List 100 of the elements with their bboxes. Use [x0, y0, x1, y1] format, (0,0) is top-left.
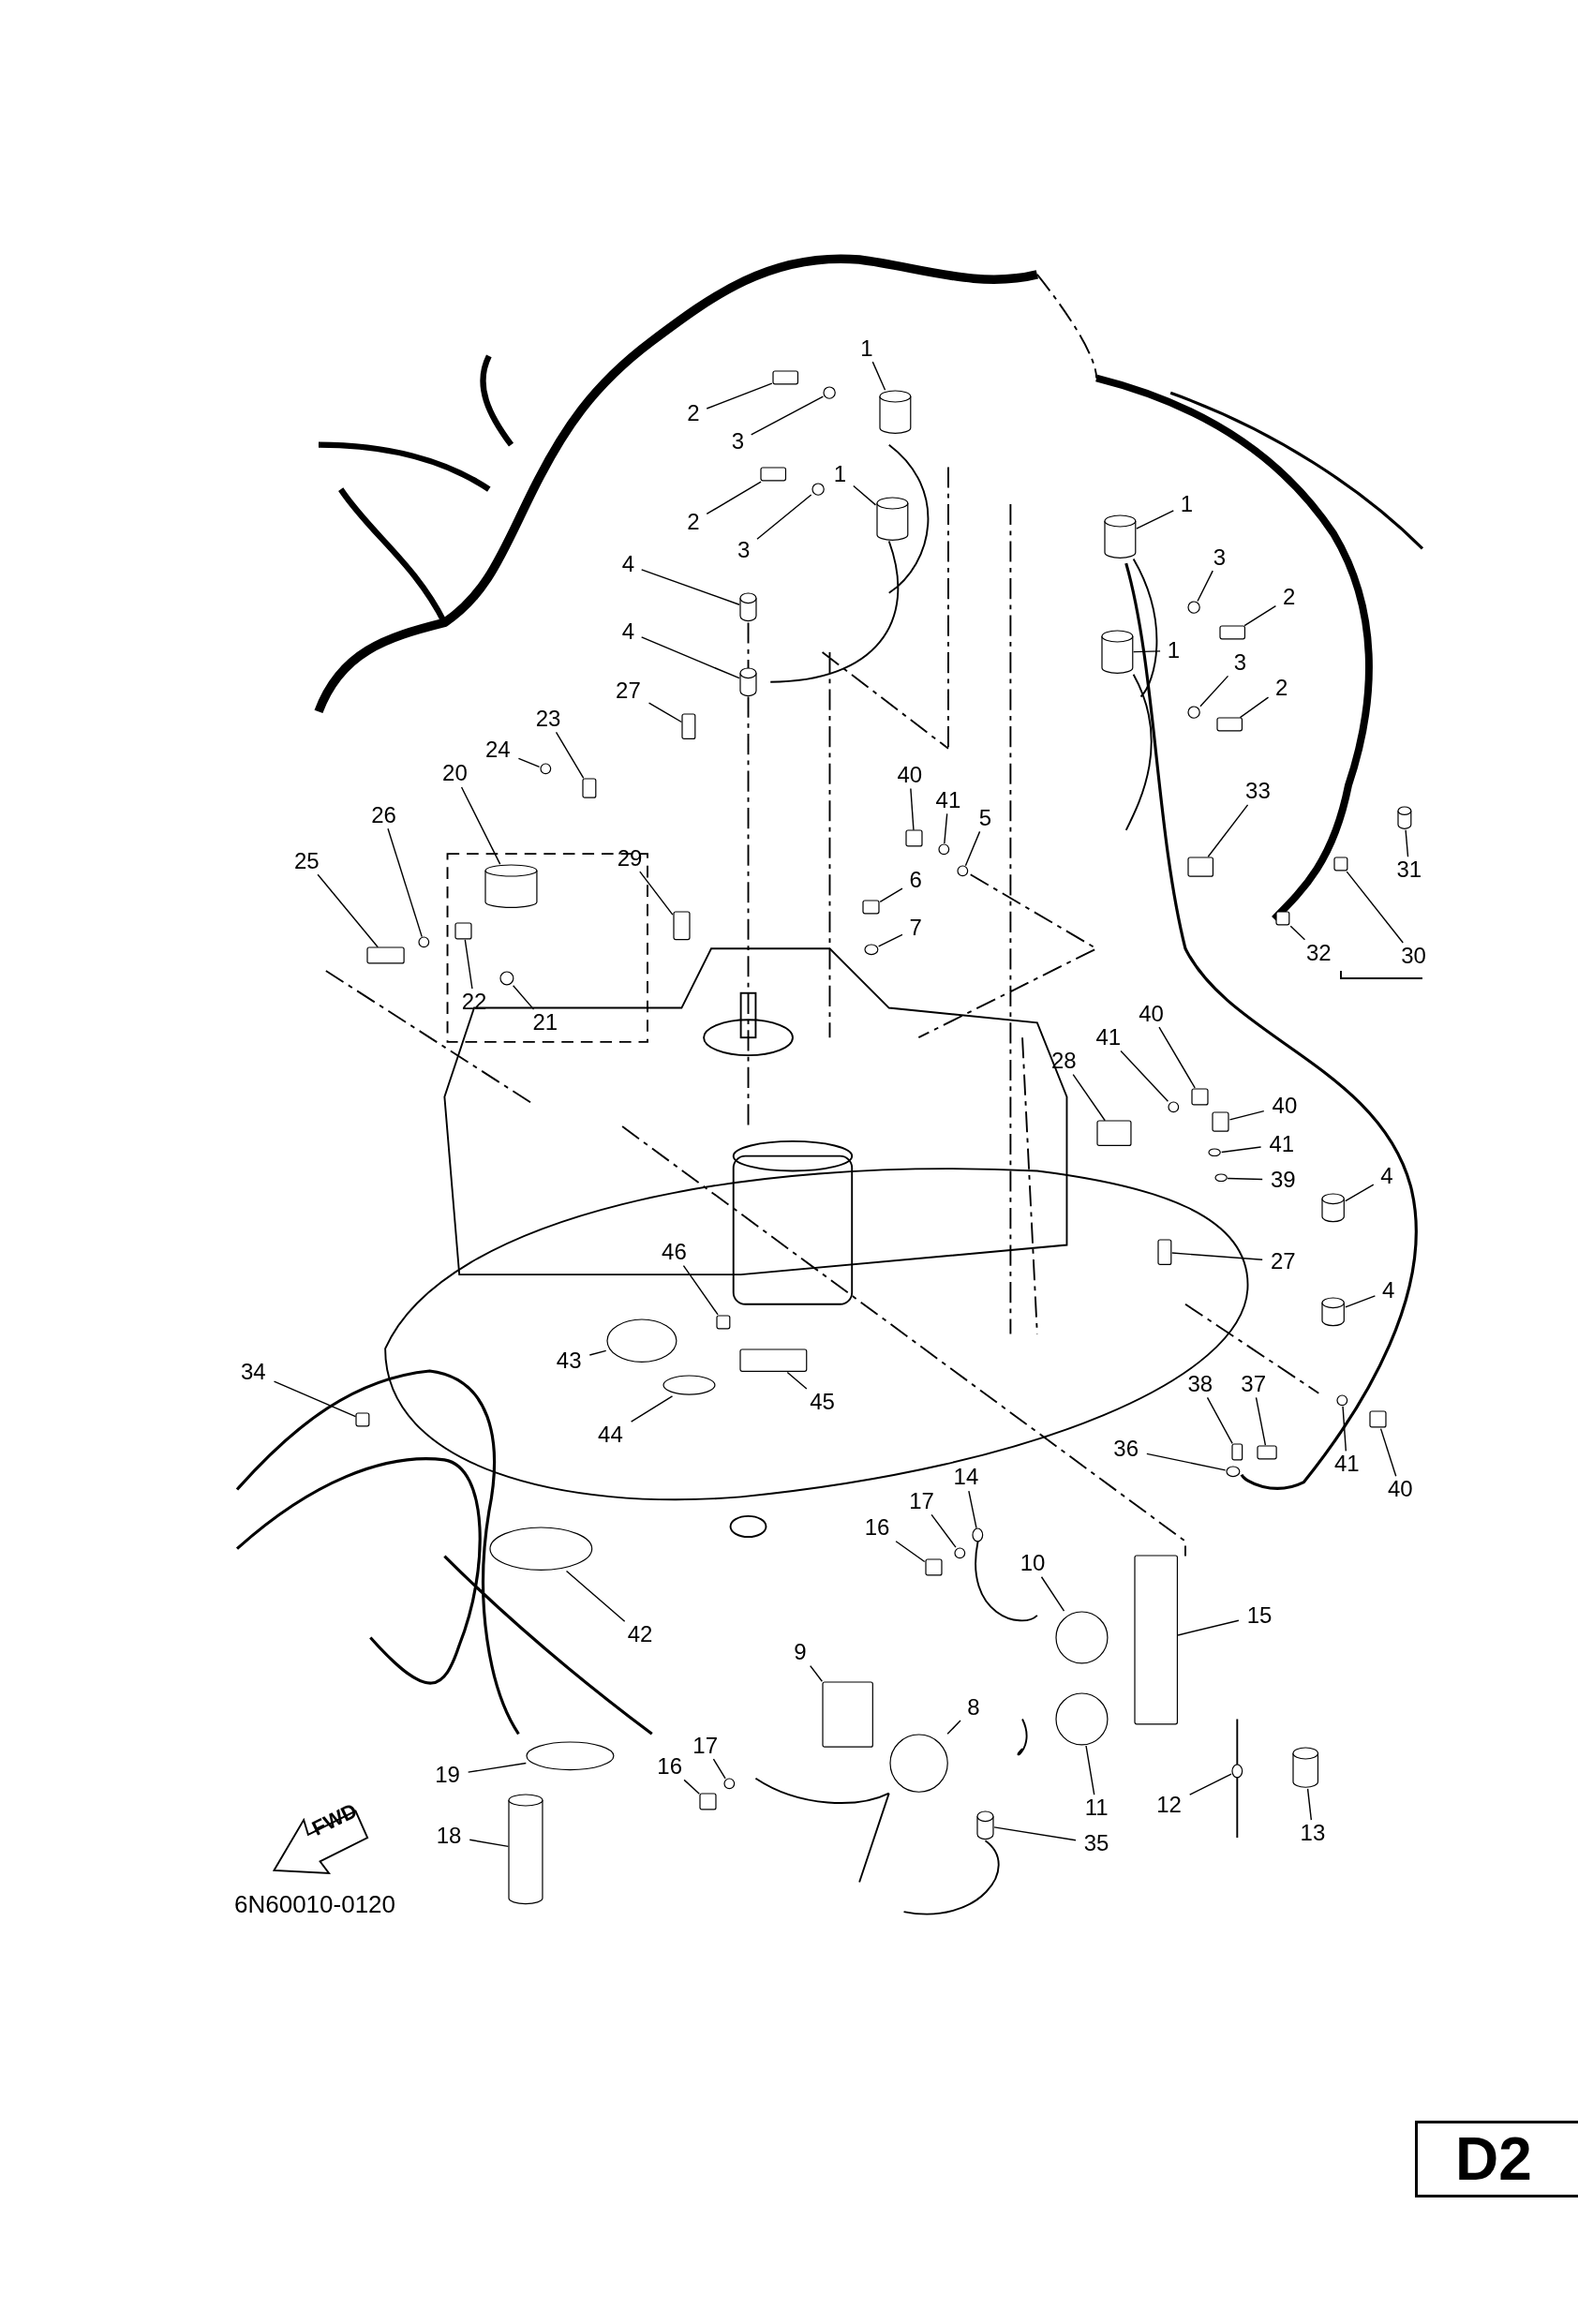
leader-line [640, 636, 740, 679]
part-drawing [715, 1314, 731, 1330]
leader-line [853, 484, 877, 506]
callout-number: 38 [1187, 1372, 1213, 1395]
callout-number: 41 [1269, 1132, 1295, 1155]
part-drawing [821, 1680, 874, 1749]
leader-line [1228, 1110, 1265, 1121]
leader-line [1197, 570, 1213, 603]
ring-part-drawing [417, 936, 430, 948]
part-drawing [1133, 1555, 1179, 1726]
callout-number: 41 [935, 788, 961, 812]
callout-number: 16 [657, 1754, 683, 1778]
part-drawing [365, 946, 405, 965]
callout-number: 10 [1020, 1552, 1046, 1575]
callout-number: 17 [692, 1734, 718, 1757]
callout-number: 41 [1334, 1452, 1360, 1476]
leader-line [1136, 510, 1175, 529]
callout-number: 44 [598, 1423, 623, 1446]
leader-line [273, 1380, 357, 1418]
callout-number: 39 [1271, 1168, 1296, 1191]
callout-number: 16 [864, 1516, 890, 1540]
callout-number: 40 [1139, 1002, 1164, 1025]
leader-line [964, 830, 981, 867]
callout-number: 4 [621, 553, 635, 576]
leader-line [968, 1490, 977, 1529]
part-drawing [862, 899, 881, 915]
cylinder-part-drawing [1100, 630, 1134, 675]
leader-line [639, 871, 674, 916]
cylinder-part-drawing [1291, 1747, 1319, 1789]
ring-part-drawing [1231, 1763, 1243, 1779]
callout-number: 13 [1300, 1821, 1326, 1844]
leader-line [630, 1395, 674, 1423]
leader-line [467, 1762, 528, 1773]
ring-part-drawing [957, 865, 970, 878]
callout-number: 21 [532, 1011, 558, 1035]
leader-line [810, 1664, 824, 1682]
leader-line [1207, 804, 1249, 857]
callout-number: 7 [909, 916, 922, 939]
callout-number: 41 [1095, 1025, 1122, 1049]
leader-line [1306, 1788, 1313, 1821]
callout-number: 17 [909, 1489, 934, 1512]
ring-part-drawing [1225, 1465, 1241, 1478]
leader-line [1255, 1396, 1267, 1446]
part-drawing [1191, 1087, 1210, 1106]
callout-number: 1 [1167, 639, 1180, 663]
part-drawing [771, 370, 799, 386]
part-drawing [760, 467, 787, 482]
part-drawing [582, 778, 598, 799]
leader-line [1405, 829, 1409, 857]
callout-number: 19 [435, 1764, 460, 1787]
part-drawing [739, 1348, 808, 1373]
part-drawing [1231, 1443, 1243, 1462]
callout-number: 33 [1245, 780, 1271, 803]
ring-part-drawing [1336, 1393, 1348, 1407]
leader-line [1289, 925, 1306, 941]
ring-part-drawing [488, 1526, 593, 1572]
cylinder-part-drawing [1104, 514, 1137, 559]
callout-number: 15 [1246, 1603, 1273, 1627]
cylinder-part-drawing [878, 389, 912, 435]
ring-part-drawing [1054, 1691, 1109, 1746]
ring-part-drawing [937, 842, 950, 856]
leader-line [317, 873, 379, 948]
callout-number: 31 [1396, 858, 1422, 882]
callout-number: 45 [810, 1390, 835, 1413]
part-drawing [1333, 856, 1348, 872]
callout-number: 2 [687, 402, 700, 425]
leader-line [588, 1349, 607, 1356]
leader-line [1085, 1745, 1095, 1795]
leader-line [1189, 1773, 1232, 1795]
leader-line [648, 702, 683, 723]
callout-number: 23 [535, 707, 561, 730]
leader-line [387, 827, 423, 938]
leader-line [683, 1779, 701, 1795]
ring-part-drawing [1187, 601, 1201, 615]
callout-number: 9 [794, 1641, 807, 1664]
leader-line [706, 481, 762, 515]
leader-line [1132, 650, 1161, 653]
leader-line [517, 757, 541, 768]
ring-part-drawing [811, 482, 825, 496]
callout-number: 24 [484, 738, 511, 762]
part-drawing [699, 1793, 718, 1811]
leader-line [706, 382, 773, 410]
ring-part-drawing [823, 385, 837, 400]
leader-line [565, 1570, 626, 1622]
part-drawing [1096, 1120, 1133, 1147]
ring-part-drawing [1213, 1173, 1228, 1183]
leader-line [460, 786, 501, 865]
leader-line [1146, 1452, 1227, 1471]
callout-number: 40 [1272, 1094, 1298, 1117]
leader-line [910, 787, 915, 831]
callout-number: 3 [1233, 650, 1247, 674]
leader-line [1199, 675, 1229, 708]
leader-line [946, 1720, 961, 1736]
callout-number: 4 [1381, 1279, 1395, 1303]
leader-line [1345, 1184, 1375, 1202]
callout-number: 5 [978, 806, 992, 829]
leader-line [1345, 1295, 1377, 1308]
leader-line [1177, 1619, 1240, 1636]
ring-part-drawing [1168, 1100, 1180, 1113]
callout-number: 2 [1275, 676, 1288, 699]
